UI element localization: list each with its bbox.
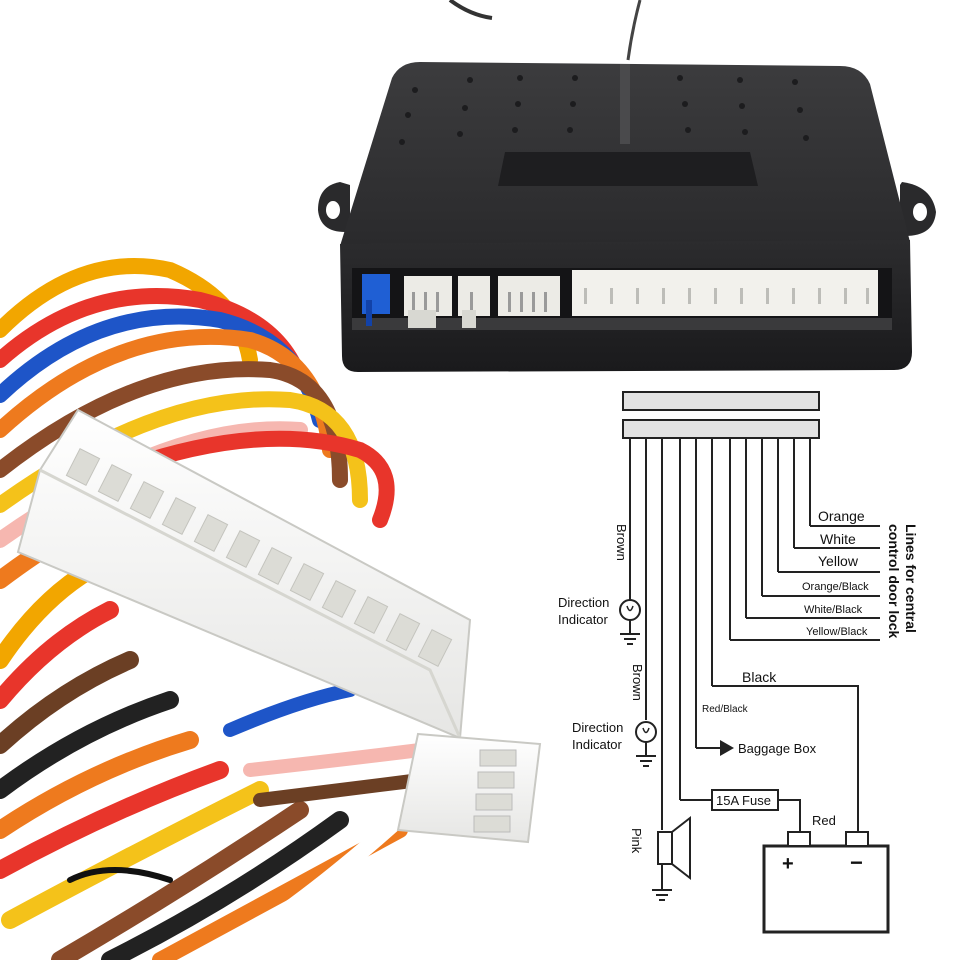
label-orange-black: Orange/Black (802, 581, 869, 593)
battery-plus-sign: + (782, 853, 794, 875)
label-yellow-black: Yellow/Black (806, 626, 868, 638)
label-red-black: Red/Black (702, 704, 749, 715)
label-fuse: 15A Fuse (716, 793, 771, 808)
label-brown-top: Brown (614, 524, 629, 561)
central-lock-note-line2: control door lock (886, 524, 902, 639)
ground-icon (652, 889, 672, 901)
label-yellow: Yellow (818, 553, 859, 569)
control-box (318, 62, 936, 372)
connector-12-pin-icon (16, 408, 472, 740)
label-white: White (820, 531, 856, 547)
indicator-bottom-line1: Direction (572, 720, 623, 735)
label-white-black: White/Black (804, 604, 863, 616)
connector-4-pin-icon (396, 732, 542, 844)
label-orange: Orange (818, 508, 865, 524)
antenna-icon (448, 0, 642, 61)
arrow-icon (720, 740, 734, 756)
central-lock-note-line1: Lines for central (903, 524, 919, 633)
lamp-icon (642, 727, 650, 734)
label-pink: Pink (629, 828, 644, 854)
label-baggage-box: Baggage Box (738, 741, 817, 756)
label-black: Black (742, 669, 777, 685)
indicator-top-line1: Direction (558, 595, 609, 610)
label-brown-bottom: Brown (630, 664, 645, 701)
battery-minus-sign: − (850, 850, 863, 875)
ground-icon (620, 633, 640, 645)
label-red: Red (812, 813, 836, 828)
ground-icon (636, 755, 656, 767)
indicator-bottom-line2: Indicator (572, 737, 623, 752)
wiring-diagram (619, 391, 890, 934)
lamp-icon (626, 605, 634, 612)
indicator-top-line2: Indicator (558, 612, 609, 627)
